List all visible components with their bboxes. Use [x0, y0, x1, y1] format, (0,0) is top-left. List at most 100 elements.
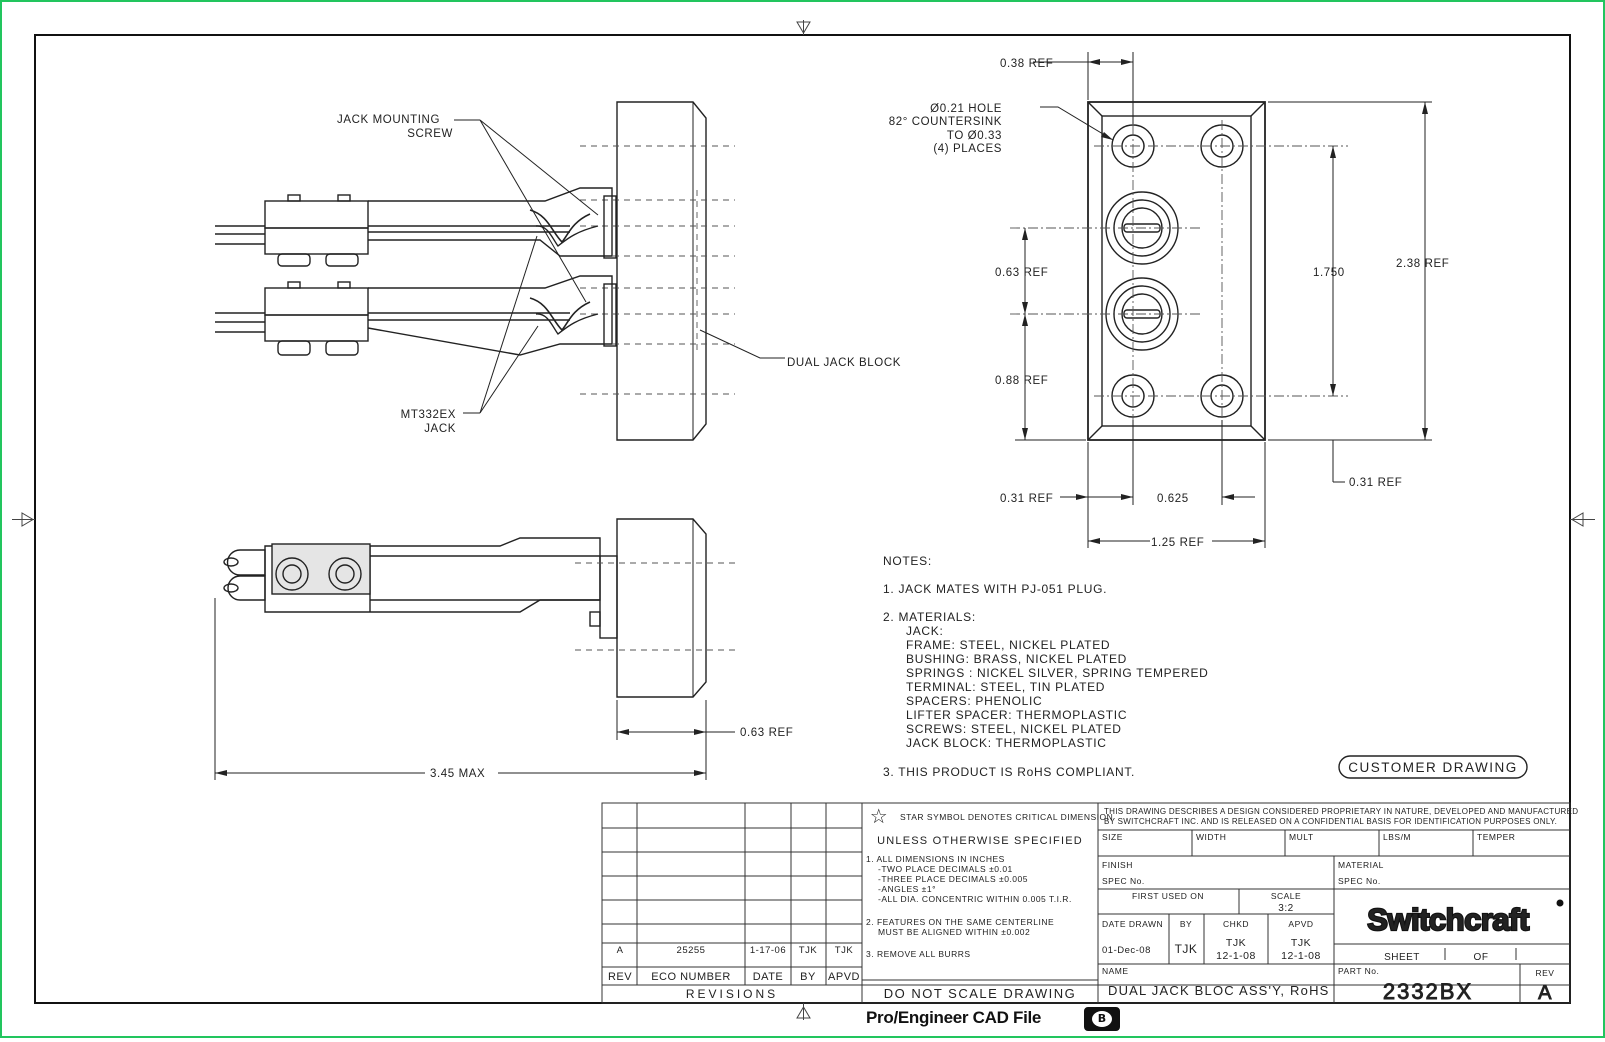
feat-2: MUST BE ALIGNED WITHIN ±0.002 [878, 927, 1030, 937]
rev-header-eco: ECO NUMBER [651, 971, 731, 983]
tol-2: -TWO PLACE DECIMALS ±0.01 [878, 864, 1013, 874]
rev-header-rev: REV [608, 971, 632, 983]
footer: Pro/Engineer CAD File B [0, 1004, 1605, 1036]
material-label: MATERIAL [1338, 860, 1384, 870]
lbs-m-label: LBS/M [1383, 832, 1411, 842]
note-2-terminal: TERMINAL: STEEL, TIN PLATED [906, 680, 1105, 694]
notes-heading: NOTES: [883, 554, 932, 568]
date-drawn-label: DATE DRAWN [1102, 919, 1163, 929]
label-jack-mounting-screw-1: JACK MOUNTING [337, 114, 440, 126]
rev-header-by: BY [800, 971, 816, 983]
label-hole-3: TO Ø0.33 [947, 130, 1002, 142]
title-block-text: A 25255 1-17-06 TJK TJK REV ECO NUMBER D… [608, 806, 1578, 1004]
scale-value: 3:2 [1278, 903, 1293, 914]
size-label: SIZE [1102, 832, 1123, 842]
date-drawn: 01-Dec-08 [1102, 945, 1151, 956]
spec-no-a-label: SPEC No. [1102, 876, 1145, 886]
note-2-spacers: SPACERS: PHENOLIC [906, 694, 1042, 708]
proprietary-2: BY SWITCHCRAFT INC. AND IS RELEASED ON A… [1104, 817, 1557, 826]
note-2-springs: SPRINGS : NICKEL SILVER, SPRING TEMPERED [906, 666, 1209, 680]
note-1: 1. JACK MATES WITH PJ-051 PLUG. [883, 582, 1107, 596]
chkd-date: 12-1-08 [1216, 950, 1256, 962]
label-hole-4: (4) PLACES [933, 143, 1002, 155]
first-used-on-label: FIRST USED ON [1132, 891, 1204, 901]
tol-4: -ANGLES ±1° [878, 884, 936, 894]
label-hole-1: Ø0.21 HOLE [930, 103, 1002, 115]
note-2-bushing: BUSHING: BRASS, NICKEL PLATED [906, 652, 1127, 666]
unless-specified: UNLESS OTHERWISE SPECIFIED [877, 835, 1083, 847]
part-no-label: PART No. [1338, 966, 1379, 976]
dimension-arrows [1022, 59, 1428, 544]
name-label: NAME [1102, 966, 1129, 976]
customer-drawing-label: CUSTOMER DRAWING [1348, 760, 1518, 775]
rev-header-apvd: APVD [828, 971, 860, 983]
sheet-label: SHEET [1384, 952, 1420, 963]
dim-1-750: 1.750 [1313, 267, 1345, 279]
dim-0-31-ref-right: 0.31 REF [1349, 477, 1402, 489]
of-label: OF [1474, 952, 1489, 963]
dim-0-38-ref: 0.38 REF [1000, 58, 1053, 70]
side-view [215, 101, 785, 441]
revisions-label: REVISIONS [686, 987, 778, 1001]
front-view [1010, 52, 1432, 548]
tol-5: -ALL DIA. CONCENTRIC WITHIN 0.005 T.I.R. [878, 894, 1072, 904]
dim-0-63-ref-front: 0.63 REF [995, 267, 1048, 279]
title-block [601, 802, 1571, 1004]
cad-file-badge[interactable]: B [1084, 1007, 1120, 1031]
tol-3: -THREE PLACE DECIMALS ±0.005 [878, 874, 1028, 884]
centering-marks [12, 20, 1595, 1020]
by-label: BY [1180, 919, 1192, 929]
apvd-by: TJK [1291, 937, 1311, 949]
logo-registered-mark [1556, 899, 1564, 907]
note-2-lifter: LIFTER SPACER: THERMOPLASTIC [906, 708, 1127, 722]
do-not-scale: DO NOT SCALE DRAWING [884, 986, 1077, 1001]
rev-row-eco: 25255 [677, 945, 706, 956]
badge-letter: B [1092, 1011, 1112, 1027]
label-mt332ex-2: JACK [424, 423, 456, 435]
label-jack-mounting-screw-2: SCREW [407, 128, 453, 140]
drawing-border [34, 34, 1571, 1004]
spec-no-b-label: SPEC No. [1338, 876, 1381, 886]
note-2-frame: FRAME: STEEL, NICKEL PLATED [906, 638, 1110, 652]
rev-header-date: DATE [753, 971, 784, 983]
label-hole-2: 82° COUNTERSINK [889, 116, 1002, 128]
mt332ex-jack-lower [215, 275, 617, 356]
cad-file-label: Pro/Engineer CAD File [866, 1008, 1042, 1027]
switchcraft-logo: Switchcraft [1367, 902, 1529, 937]
note-2-block: JACK BLOCK: THERMOPLASTIC [906, 736, 1107, 750]
jack-bushing [1105, 191, 1179, 351]
rev-row-date: 1-17-06 [750, 945, 786, 956]
dim-2-38-ref: 2.38 REF [1396, 258, 1449, 270]
part-number: 2332BX [1383, 979, 1473, 1004]
rev-row-by: TJK [799, 945, 818, 956]
rev-label: REV [1536, 968, 1555, 978]
part-name: DUAL JACK BLOC ASS'Y, RoHS [1108, 983, 1330, 998]
tol-1: 1. ALL DIMENSIONS IN INCHES [866, 854, 1005, 864]
rev-row-apvd: TJK [835, 945, 854, 956]
temper-label: TEMPER [1477, 832, 1515, 842]
width-label: WIDTH [1196, 832, 1226, 842]
burrs: 3. REMOVE ALL BURRS [866, 949, 971, 959]
dim-0-31-ref-left: 0.31 REF [1000, 493, 1053, 505]
label-dual-jack-block: DUAL JACK BLOCK [787, 357, 901, 369]
mt332ex-jack-upper [215, 187, 617, 267]
chkd-by: TJK [1226, 937, 1246, 949]
apvd-label: APVD [1288, 919, 1313, 929]
dimension-lines [1015, 52, 1432, 548]
drawn-by: TJK [1175, 942, 1198, 956]
dim-0-88-ref: 0.88 REF [995, 375, 1048, 387]
chkd-label: CHKD [1223, 919, 1249, 929]
dim-1-25-ref: 1.25 REF [1151, 537, 1204, 549]
star-icon: ☆ [870, 806, 888, 828]
dual-jack-block-front [1087, 101, 1266, 441]
note-2-jack: JACK: [906, 624, 944, 638]
proprietary-1: THIS DRAWING DESCRIBES A DESIGN CONSIDER… [1104, 807, 1578, 816]
finish-label: FINISH [1102, 860, 1133, 870]
dim-0-63-ref-top: 0.63 REF [740, 727, 793, 739]
customer-drawing-stamp [1338, 755, 1528, 779]
mult-label: MULT [1289, 832, 1314, 842]
star-note: STAR SYMBOL DENOTES CRITICAL DIMENSION [900, 812, 1113, 822]
